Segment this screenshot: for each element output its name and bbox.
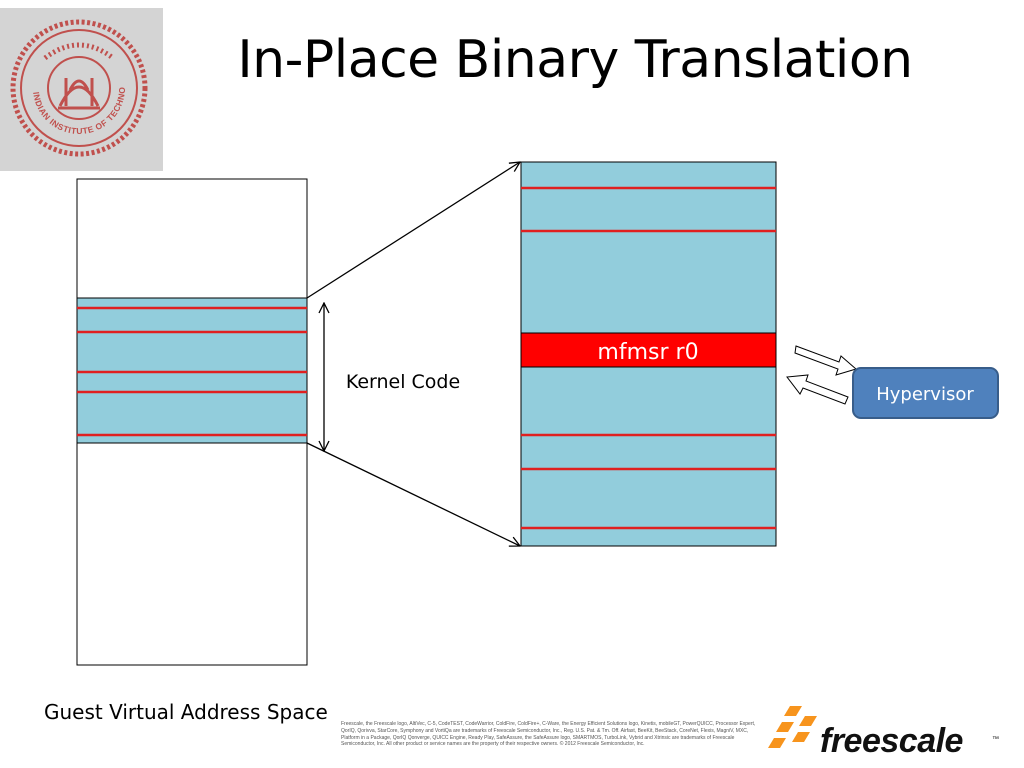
kernel-code-label: Kernel Code — [346, 371, 460, 393]
guest-address-space-label: Guest Virtual Address Space — [44, 700, 328, 724]
zoom-arrow-top — [306, 162, 520, 299]
zoom-arrow-bottom — [306, 442, 520, 546]
institute-logo: INDIAN INSTITUTE OF TECHNOLOGY DELHI — [0, 0, 163, 171]
institute-seal-icon: INDIAN INSTITUTE OF TECHNOLOGY DELHI — [0, 0, 148, 157]
freescale-wordmark: freescale — [820, 722, 963, 760]
two-way-arrow-icon — [786, 345, 858, 405]
kernel-code-region — [76, 297, 308, 444]
hypervisor-label: Hypervisor — [876, 384, 974, 405]
kernel-code-lines — [77, 306, 307, 437]
hypervisor-box — [852, 367, 999, 419]
mfmsr-instruction-label: mfmsr r0 — [597, 340, 698, 365]
freescale-logo-icon — [768, 706, 817, 748]
trademark-footnote: Freescale, the Freescale logo, AltiVec, … — [341, 721, 756, 748]
zoomed-code-lines — [521, 186, 776, 530]
trademark-symbol: ™ — [992, 736, 999, 743]
slide-title: In-Place Binary Translation — [237, 30, 913, 90]
mfmsr-instruction-block — [520, 332, 777, 368]
